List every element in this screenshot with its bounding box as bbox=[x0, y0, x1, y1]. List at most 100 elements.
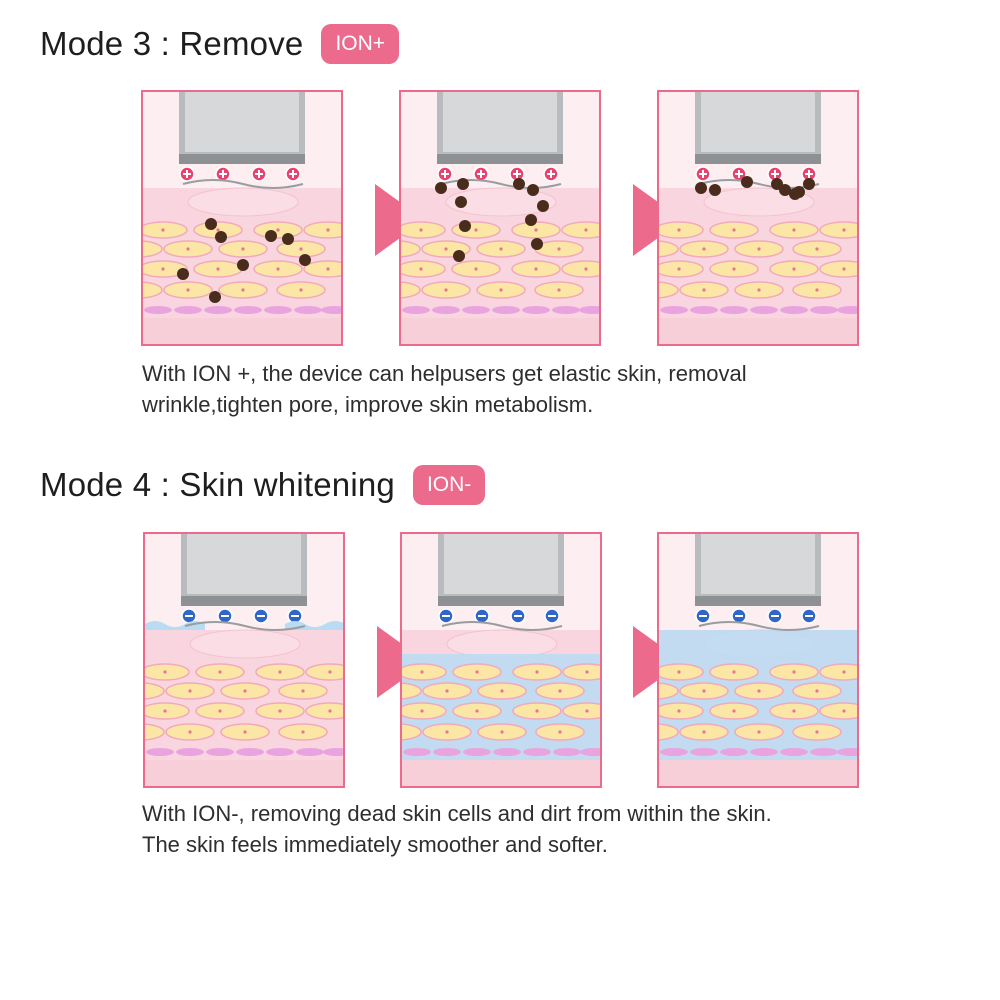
dirt-particle bbox=[741, 176, 753, 188]
device-metal-highlight bbox=[444, 534, 558, 594]
basal-cell bbox=[523, 748, 551, 756]
device-edge bbox=[437, 154, 563, 164]
mode3-panel-1-art bbox=[143, 92, 341, 344]
device-metal-highlight bbox=[187, 534, 301, 594]
mode3-heading: Mode 3 : Remove ION+ bbox=[40, 24, 400, 64]
basal-cell bbox=[493, 748, 521, 756]
cell-nucleus bbox=[420, 709, 424, 713]
cell-nucleus bbox=[535, 670, 539, 674]
cell-nucleus bbox=[326, 228, 330, 232]
dirt-particle bbox=[215, 231, 227, 243]
cell-nucleus bbox=[161, 267, 165, 271]
skin-cell bbox=[659, 221, 704, 239]
mode4-description-line-1: With ION-, removing dead skin cells and … bbox=[142, 801, 772, 826]
basal-cell bbox=[553, 748, 581, 756]
mode3-description-line-1: With ION +, the device can helpusers get… bbox=[142, 361, 747, 386]
water-surface bbox=[145, 621, 205, 630]
cell-nucleus bbox=[557, 247, 561, 251]
mode4-description: With ION-, removing dead skin cells and … bbox=[142, 798, 902, 860]
device-metal-highlight bbox=[701, 534, 815, 594]
basal-cell bbox=[462, 306, 490, 314]
cell-nucleus bbox=[584, 228, 588, 232]
ion-minus-icon bbox=[474, 608, 490, 624]
skin-surface-line bbox=[441, 621, 563, 631]
skin-cell bbox=[659, 702, 704, 720]
dirt-particle bbox=[709, 184, 721, 196]
cell-nucleus bbox=[499, 288, 503, 292]
cell-nucleus bbox=[792, 670, 796, 674]
ion-plus-icon bbox=[215, 166, 231, 182]
cell-nucleus bbox=[445, 730, 449, 734]
dirt-particle bbox=[527, 184, 539, 196]
skin-cell bbox=[305, 702, 343, 720]
device-metal-highlight bbox=[185, 92, 299, 152]
dermis-layer bbox=[402, 760, 600, 786]
basal-cell bbox=[433, 748, 461, 756]
skin-cell bbox=[659, 240, 679, 258]
basal-cell bbox=[837, 748, 857, 756]
basal-cell bbox=[206, 748, 234, 756]
ion-plus-icon bbox=[251, 166, 267, 182]
skin-cell bbox=[401, 221, 446, 239]
mode3-panel-2 bbox=[399, 90, 601, 346]
device-head bbox=[179, 92, 305, 164]
cell-nucleus bbox=[444, 247, 448, 251]
cell-nucleus bbox=[301, 730, 305, 734]
ion-minus-icon bbox=[217, 608, 233, 624]
dirt-particle bbox=[209, 291, 221, 303]
cell-nucleus bbox=[475, 670, 479, 674]
skin-cell bbox=[659, 723, 679, 741]
basal-cell bbox=[492, 306, 520, 314]
dermis-layer bbox=[145, 760, 343, 786]
ion-minus-icon bbox=[767, 608, 783, 624]
ion-plus-icon bbox=[695, 166, 711, 182]
skin-cell bbox=[401, 260, 446, 278]
cell-nucleus bbox=[276, 228, 280, 232]
cell-nucleus bbox=[186, 247, 190, 251]
cell-nucleus bbox=[163, 670, 167, 674]
cell-nucleus bbox=[702, 689, 706, 693]
skin-surface-line bbox=[184, 621, 306, 631]
ion-minus-icon bbox=[731, 608, 747, 624]
basal-cell bbox=[579, 306, 599, 314]
cell-nucleus bbox=[815, 247, 819, 251]
skin-cell bbox=[189, 629, 301, 659]
dirt-particle bbox=[299, 254, 311, 266]
basal-cell bbox=[236, 748, 264, 756]
basal-cell bbox=[144, 306, 172, 314]
skin-cell bbox=[402, 702, 447, 720]
basal-cell bbox=[690, 306, 718, 314]
basal-cell bbox=[296, 748, 324, 756]
cell-nucleus bbox=[702, 247, 706, 251]
cell-nucleus bbox=[584, 267, 588, 271]
skin-cell bbox=[145, 663, 190, 681]
cell-nucleus bbox=[732, 228, 736, 232]
dermis-layer bbox=[659, 318, 857, 344]
skin-cell bbox=[143, 281, 163, 299]
cell-nucleus bbox=[842, 709, 846, 713]
skin-cell bbox=[659, 281, 679, 299]
cell-nucleus bbox=[186, 288, 190, 292]
skin-cell bbox=[561, 260, 599, 278]
ion-plus-icon bbox=[437, 166, 453, 182]
cell-nucleus bbox=[677, 228, 681, 232]
cell-nucleus bbox=[815, 730, 819, 734]
cell-nucleus bbox=[677, 709, 681, 713]
basal-cell bbox=[403, 748, 431, 756]
skin-cell bbox=[819, 260, 857, 278]
mode4-description-line-2: The skin feels immediately smoother and … bbox=[142, 832, 608, 857]
skin-cell bbox=[143, 240, 163, 258]
cell-nucleus bbox=[299, 247, 303, 251]
dirt-particle bbox=[435, 182, 447, 194]
skin-cell bbox=[446, 629, 558, 659]
basal-cell bbox=[432, 306, 460, 314]
cell-nucleus bbox=[475, 709, 479, 713]
basal-cell bbox=[174, 306, 202, 314]
skin-cell bbox=[401, 240, 421, 258]
basal-cell bbox=[810, 306, 838, 314]
skin-cell bbox=[303, 221, 341, 239]
basal-cell bbox=[402, 306, 430, 314]
cell-nucleus bbox=[677, 670, 681, 674]
skin-cell bbox=[445, 187, 557, 217]
basal-cell bbox=[750, 306, 778, 314]
